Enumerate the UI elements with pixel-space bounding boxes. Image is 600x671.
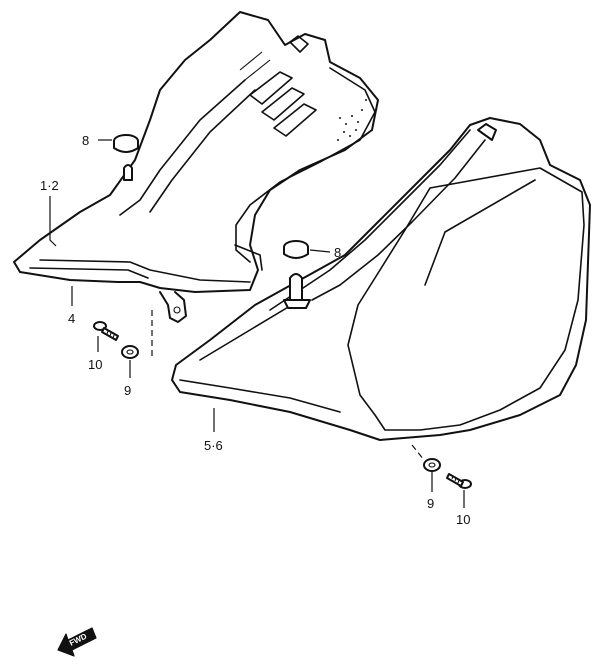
- texture-dots: [337, 99, 367, 141]
- grommet-lower: [283, 240, 309, 259]
- callout-8-lower: 8: [334, 245, 341, 260]
- callout-5-6: 5·6: [204, 438, 223, 453]
- grommet-upper: [113, 134, 139, 153]
- left-frame-cover: [13, 11, 379, 323]
- callout-9-right: 9: [427, 496, 434, 511]
- screw-left: [93, 321, 119, 341]
- mount-guide-right: [411, 444, 425, 461]
- callout-4: 4: [68, 311, 75, 326]
- washer-left: [121, 345, 139, 359]
- callout-10-right: 10: [456, 512, 470, 527]
- callout-9-left: 9: [124, 383, 131, 398]
- leader-lines: [49, 139, 465, 508]
- right-side-cover: [171, 117, 591, 441]
- callout-10-left: 10: [88, 357, 102, 372]
- screw-right: [446, 473, 472, 489]
- callout-1-2: 1·2: [40, 178, 59, 193]
- forward-arrow-icon: FWD: [57, 627, 97, 657]
- washer-right: [423, 458, 441, 472]
- callout-8-upper: 8: [82, 133, 89, 148]
